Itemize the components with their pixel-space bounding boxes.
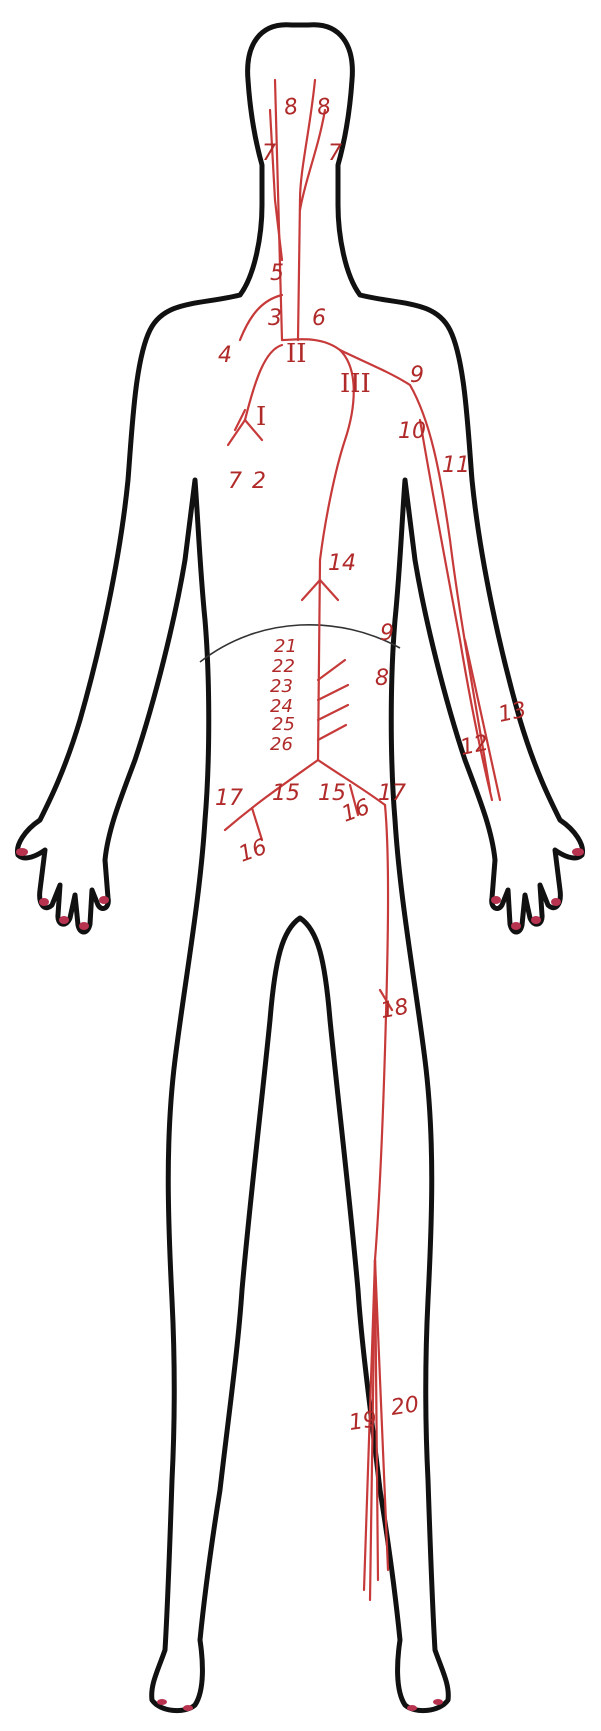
vessel-lumbar-4 (318, 725, 346, 740)
vessel-trunk-branch-b (320, 580, 338, 600)
label-arm-10: 10 (398, 419, 426, 444)
label-roman-2: II (286, 339, 307, 369)
label-neck-5: 5 (270, 261, 284, 286)
label-head-left-7: 7 (262, 141, 276, 166)
label-neck-3: 3 (268, 306, 282, 331)
waist-line (200, 625, 400, 662)
label-lumbar-26: 26 (270, 734, 293, 755)
label-forearm-13: 13 (496, 698, 529, 728)
vessel-lumbar-1 (318, 660, 345, 680)
vessel-lumbar-2 (318, 685, 348, 700)
vessel-right-femoral (375, 805, 388, 1260)
vessel-lumbar-3 (318, 705, 348, 720)
label-side-9: 9 (380, 621, 394, 646)
label-lumbar-21: 21 (274, 636, 297, 657)
label-side-8: 8 (375, 666, 389, 691)
label-hip-left-17: 17 (215, 786, 243, 811)
label-hip-left-16: 16 (236, 835, 271, 868)
label-hip-right-17: 17 (378, 781, 406, 806)
label-calf-20: 20 (389, 1392, 420, 1421)
label-lumbar-23: 23 (270, 676, 293, 697)
label-neck-4: 4 (218, 343, 232, 368)
vessel-trunk-branch-a (302, 580, 320, 600)
label-lumbar-22: 22 (272, 656, 295, 677)
label-head-right-7: 7 (328, 141, 342, 166)
label-head-left-8: 8 (282, 94, 299, 121)
label-thigh-18: 18 (379, 994, 411, 1023)
label-lumbar-25: 25 (272, 714, 295, 735)
body-outline (17, 25, 582, 1711)
label-hip-left-15: 15 (272, 781, 300, 806)
label-calf-19: 19 (347, 1407, 378, 1436)
vessel-arch-left-b1 (228, 420, 245, 445)
label-chest-2: 2 (252, 469, 266, 494)
label-roman-3: III (340, 369, 371, 399)
label-trunk-14: 14 (328, 551, 356, 576)
label-shoulder-9: 9 (410, 363, 424, 388)
label-roman-1: I (256, 402, 266, 432)
label-head-right-8: 8 (315, 94, 332, 121)
label-chest-7: 7 (228, 469, 242, 494)
label-neck-6: 6 (312, 306, 326, 331)
label-arm-11: 11 (442, 453, 470, 478)
arterial-tree (225, 80, 500, 1600)
fingernails (16, 848, 584, 1711)
label-forearm-12: 12 (458, 731, 491, 761)
